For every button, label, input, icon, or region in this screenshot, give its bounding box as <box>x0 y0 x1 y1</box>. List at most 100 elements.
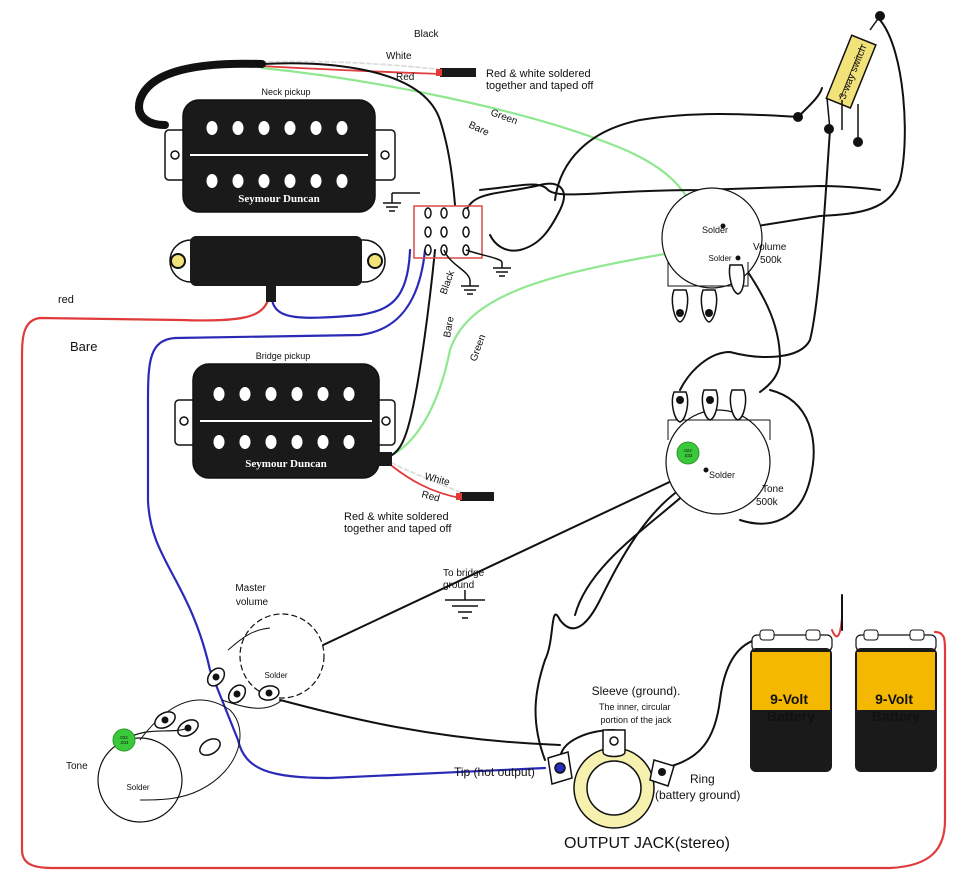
volume-label-line2: 500k <box>760 255 783 266</box>
red-wire-loop <box>20 298 947 870</box>
lower-tone-cap-label: .022 .033 <box>119 735 129 745</box>
master-volume-solder: Solder <box>264 671 287 680</box>
neck-pickup-label: Neck pickup <box>261 87 310 97</box>
black-wire-tone-sleeve <box>574 479 701 616</box>
black-wire-tone-to-jack <box>534 477 701 761</box>
neck-note-line1: Red & white soldered <box>486 68 591 80</box>
neck-taped-tag <box>436 68 476 77</box>
bare-top-label: Bare <box>467 120 491 139</box>
white-top-label: White <box>386 51 412 62</box>
volume-pot: Solder Solder Volume 500k <box>661 187 789 323</box>
tone-pot: .022 .033 Solder Tone 500k <box>665 389 786 515</box>
tone-label-line2: 500k <box>756 497 779 508</box>
white-wire-bridge <box>391 462 461 493</box>
black-wire-volume-right <box>719 19 906 233</box>
battery-2-label: 9-Volt Battery <box>872 691 920 724</box>
bridge-taped-tag <box>456 492 494 501</box>
red-left-label: red <box>58 294 74 306</box>
ring-line1: Ring <box>690 772 715 786</box>
volume-solder-label-1: Solder <box>702 225 728 235</box>
battery-1: 9-Volt Battery <box>750 629 833 772</box>
tone-label: Tone 500k <box>756 484 786 508</box>
bare-left-label: Bare <box>70 339 97 354</box>
lower-cap-line1: .022 <box>119 735 128 740</box>
red-wire-batteries <box>831 617 843 638</box>
neck-note-label: Red & white soldered together and taped … <box>486 68 594 92</box>
black-wire-to-master <box>269 469 696 671</box>
black-wire-switch-down <box>679 129 831 391</box>
green-wire-neck <box>260 66 702 232</box>
master-volume-pot: Solder Master volume <box>206 583 325 709</box>
bridge-brand-label: Seymour Duncan <box>245 458 326 470</box>
tone-cap-line2: .033 <box>684 453 693 458</box>
ground-symbol-switch-left <box>383 192 420 212</box>
black-wire-tone-loop <box>739 389 815 525</box>
ground-symbol-switch-bottom <box>443 249 479 295</box>
black-wire-upper-arc <box>554 112 801 201</box>
neck-pickup: Neck pickup Seymour Duncan <box>135 59 396 213</box>
volume-label: Volume 500k <box>753 242 789 266</box>
bare-mid-label: Bare <box>442 315 457 338</box>
bridge-pickup: Bridge pickup Seymour Duncan <box>174 351 396 479</box>
tip-label: Tip (hot output) <box>454 765 535 779</box>
black-wire-neck-cable <box>261 62 456 206</box>
black-wire-switch-vol <box>797 87 823 118</box>
black-wire-volume-loop <box>739 259 781 393</box>
bridge-note-label: Red & white soldered together and taped … <box>344 511 452 535</box>
ring-label: Ring (battery ground) <box>655 772 740 802</box>
green-wire-bridge <box>390 243 722 457</box>
output-jack: Sleeve (ground). The inner, circular por… <box>454 684 740 852</box>
wires <box>20 19 947 870</box>
tone-cap-label: .022 .033 <box>683 448 693 458</box>
black-top-label: Black <box>414 29 439 40</box>
black-mid-label: Black <box>438 268 457 296</box>
battery-1-label: 9-Volt Battery <box>767 691 815 724</box>
master-volume-line1: Master <box>235 583 266 594</box>
master-volume-label: Master volume <box>235 583 268 608</box>
battery-2: 9-Volt Battery <box>855 629 937 772</box>
sleeve-label: Sleeve (ground). <box>592 684 681 698</box>
white-wire-neck <box>261 60 446 71</box>
black-wire-switch-link <box>464 182 565 252</box>
master-volume-line2: volume <box>236 597 269 608</box>
battery-2-line2: Battery <box>872 708 920 724</box>
neck-note-line2: together and taped off <box>486 80 594 92</box>
black-wire-ground-vol <box>279 699 561 746</box>
to-bridge-line1: To bridge <box>443 568 485 579</box>
lower-tone-label: Tone <box>66 761 88 772</box>
tone-solder-label: Solder <box>709 470 735 480</box>
red-wire-bridge <box>391 465 461 499</box>
lower-cap-line2: .033 <box>120 740 129 745</box>
green-mid-label: Green <box>468 333 488 363</box>
mini-switch <box>413 205 483 259</box>
bridge-pole-pieces <box>213 387 355 449</box>
battery-1-line1: 9-Volt <box>770 691 808 707</box>
bridge-note-line1: Red & white soldered <box>344 511 449 523</box>
blue-wire-single-coil <box>270 248 412 319</box>
sleeve-note-line2: portion of the jack <box>600 715 672 725</box>
sleeve-note-line1: The inner, circular <box>599 702 671 712</box>
red-bridge-label: Red <box>420 489 441 504</box>
ground-symbol-switch-right <box>465 249 511 277</box>
three-way-switch: 3-way switch <box>793 11 885 147</box>
single-coil-pickup <box>169 236 386 302</box>
bridge-pickup-label: Bridge pickup <box>256 351 311 361</box>
red-top-label: Red <box>396 72 414 83</box>
ring-line2: (battery ground) <box>655 788 740 802</box>
battery-1-line2: Battery <box>767 708 815 724</box>
blue-wire-bare <box>146 248 547 780</box>
volume-solder-label-2: Solder <box>708 254 731 263</box>
to-bridge-line2: ground <box>443 580 474 591</box>
red-wire-neck <box>261 65 441 75</box>
black-wire-top-loop <box>479 183 881 196</box>
sleeve-note: The inner, circular portion of the jack <box>599 702 673 725</box>
battery-2-line1: 9-Volt <box>875 691 913 707</box>
bridge-note-line2: together and taped off <box>344 523 452 535</box>
white-bridge-label: White <box>423 471 451 488</box>
tone-label-line1: Tone <box>762 484 784 495</box>
lower-tone-pot: .022 .033 Solder Tone <box>66 699 241 823</box>
black-wire-ring-battery <box>663 639 756 769</box>
tone-cap-line1: .022 <box>683 448 692 453</box>
lower-tone-solder: Solder <box>126 783 149 792</box>
